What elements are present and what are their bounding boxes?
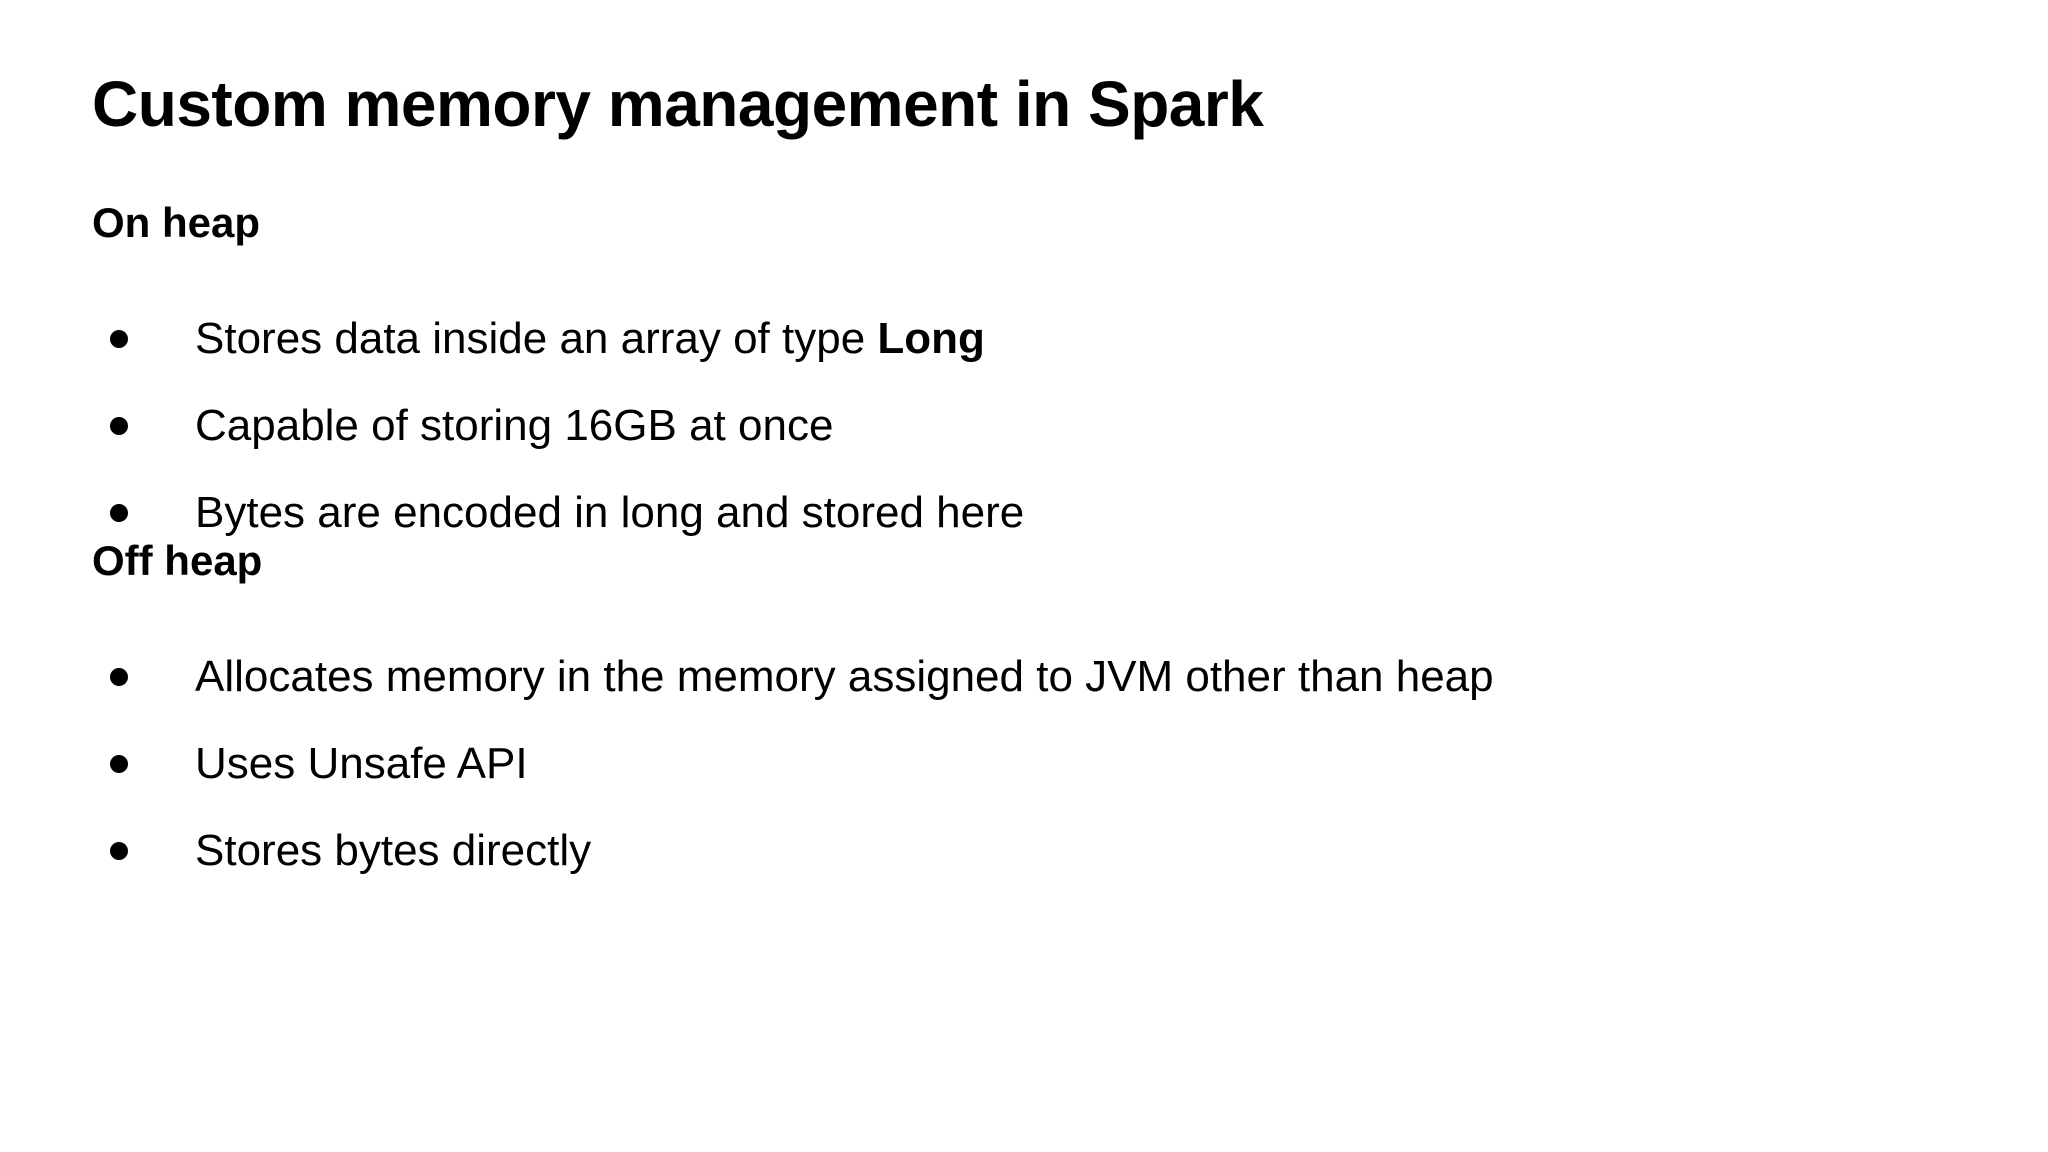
section-on-heap: On heap Stores data inside an array of t…: [92, 198, 1892, 556]
bullet-list-off-heap: Allocates memory in the memory assigned …: [92, 633, 1892, 894]
bullet-list-on-heap: Stores data inside an array of type Long…: [92, 295, 1892, 556]
section-heading-on-heap: On heap: [92, 199, 261, 246]
list-item: Uses Unsafe API: [92, 720, 1882, 807]
bullet-dot-icon: [110, 503, 128, 522]
page-title: Custom memory management in Spark: [92, 67, 1264, 140]
section-heading-off-heap: Off heap: [92, 537, 263, 584]
bullet-dot-icon: [110, 667, 128, 686]
list-item: Stores bytes directly: [92, 807, 1882, 894]
list-item: Allocates memory in the memory assigned …: [92, 633, 1882, 720]
bullet-text: Stores bytes directly: [195, 825, 592, 875]
bullet-dot-icon: [110, 841, 128, 860]
bullet-dot-icon: [110, 416, 128, 435]
bullet-text: Stores data inside an array of type: [195, 313, 878, 363]
list-item: Stores data inside an array of type Long: [92, 295, 1882, 382]
bullet-text: Allocates memory in the memory assigned …: [195, 651, 1494, 701]
list-item: Bytes are encoded in long and stored her…: [92, 469, 1882, 556]
list-item: Capable of storing 16GB at once: [92, 382, 1882, 469]
bullet-text: Capable of storing 16GB at once: [195, 400, 834, 450]
bullet-text: Bytes are encoded in long and stored her…: [195, 487, 1025, 537]
bullet-dot-icon: [110, 329, 128, 348]
bullet-text: Uses Unsafe API: [195, 738, 528, 788]
bullet-emphasis: Long: [877, 313, 985, 363]
bullet-dot-icon: [110, 754, 128, 773]
section-off-heap: Off heap Allocates memory in the memory …: [92, 536, 1892, 894]
